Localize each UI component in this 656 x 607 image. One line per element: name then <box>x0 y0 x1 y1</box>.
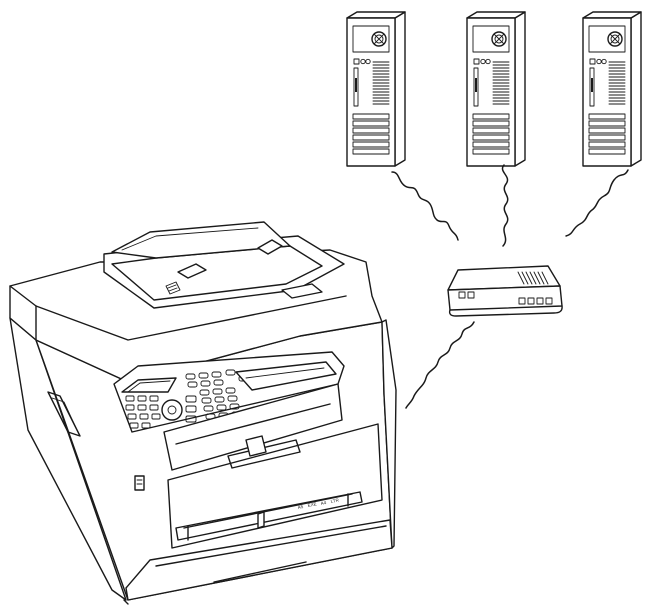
control-panel-buttons <box>125 395 161 429</box>
navigation-wheel <box>161 399 183 421</box>
wireless-link-computer-2 <box>501 164 509 247</box>
computer-3 <box>582 11 642 167</box>
wireless-link-computer-1 <box>391 171 459 241</box>
tray-label-exe: EXE <box>307 501 317 508</box>
computer-1 <box>346 11 406 167</box>
printer: A5 EXE A4 LTR <box>9 221 397 605</box>
card-slot-icon <box>257 511 265 529</box>
usb-port-icon <box>134 475 145 491</box>
wireless-link-printer <box>405 321 475 409</box>
tray-label-a5: A5 <box>297 504 304 510</box>
tray-size-labels: A5 EXE A4 LTR <box>297 497 340 510</box>
computer-2 <box>466 11 526 167</box>
wireless-link-computer-3 <box>565 169 629 237</box>
tray-label-a4: A4 <box>320 500 327 506</box>
tray-label-ltr: LTR <box>330 497 340 504</box>
router <box>447 265 563 317</box>
